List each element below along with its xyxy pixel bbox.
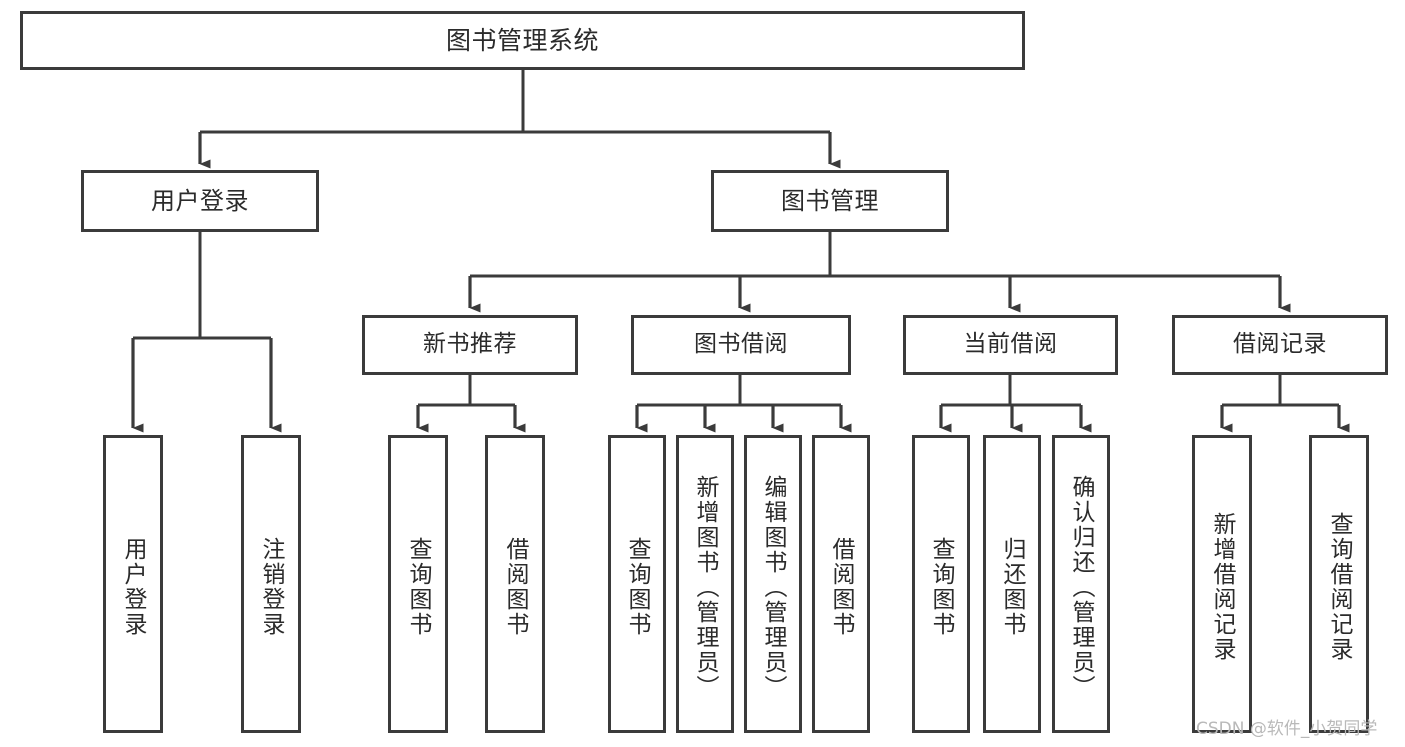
node-current-borrow-label: 当前借阅 xyxy=(963,331,1058,358)
leaf-node-borrow-book-2[interactable]: 借阅图书 xyxy=(812,435,870,733)
leaf-node-query-book-2-label: 查询图书 xyxy=(624,537,651,637)
leaf-node-query-book-2[interactable]: 查询图书 xyxy=(608,435,666,733)
node-new-book-recommend-label: 新书推荐 xyxy=(423,331,517,358)
leaf-node-add-book[interactable]: 新增图书（管理员） xyxy=(676,435,734,733)
leaf-node-query-book-1-label: 查询图书 xyxy=(405,537,432,637)
node-book-borrow[interactable]: 图书借阅 xyxy=(631,315,851,375)
leaf-node-query-record-label: 查询借阅记录 xyxy=(1326,512,1353,662)
leaf-node-user-logout[interactable]: 注销登录 xyxy=(241,435,301,733)
leaf-node-query-record[interactable]: 查询借阅记录 xyxy=(1309,435,1369,733)
leaf-node-user-login[interactable]: 用户登录 xyxy=(103,435,163,733)
leaf-node-borrow-book-1[interactable]: 借阅图书 xyxy=(485,435,545,733)
leaf-node-edit-book-label: 编辑图书（管理员） xyxy=(760,474,787,700)
node-root[interactable]: 图书管理系统 xyxy=(20,11,1025,70)
node-root-label: 图书管理系统 xyxy=(445,25,599,55)
leaf-node-user-login-label: 用户登录 xyxy=(120,537,147,637)
leaf-node-query-book-1[interactable]: 查询图书 xyxy=(388,435,448,733)
leaf-node-return-book[interactable]: 归还图书 xyxy=(983,435,1041,733)
node-borrow-record[interactable]: 借阅记录 xyxy=(1172,315,1388,375)
node-user-login-label: 用户登录 xyxy=(151,186,249,215)
node-book-borrow-label: 图书借阅 xyxy=(694,331,788,358)
leaf-node-edit-book[interactable]: 编辑图书（管理员） xyxy=(744,435,802,733)
node-borrow-record-label: 借阅记录 xyxy=(1233,331,1327,358)
leaf-node-query-book-3-label: 查询图书 xyxy=(928,537,955,637)
leaf-node-return-book-label: 归还图书 xyxy=(999,537,1026,637)
node-new-book-recommend[interactable]: 新书推荐 xyxy=(362,315,578,375)
leaf-node-borrow-book-1-label: 借阅图书 xyxy=(502,537,529,637)
leaf-node-confirm-return-label: 确认归还（管理员） xyxy=(1068,474,1095,700)
node-current-borrow[interactable]: 当前借阅 xyxy=(903,315,1118,375)
leaf-node-confirm-return[interactable]: 确认归还（管理员） xyxy=(1052,435,1110,733)
node-book-manage[interactable]: 图书管理 xyxy=(711,170,949,232)
node-user-login[interactable]: 用户登录 xyxy=(81,170,319,232)
leaf-node-add-record-label: 新增借阅记录 xyxy=(1209,512,1236,662)
node-book-manage-label: 图书管理 xyxy=(781,186,879,215)
leaf-node-query-book-3[interactable]: 查询图书 xyxy=(912,435,970,733)
leaf-node-borrow-book-2-label: 借阅图书 xyxy=(828,537,855,637)
leaf-node-user-logout-label: 注销登录 xyxy=(258,537,285,637)
leaf-node-add-book-label: 新增图书（管理员） xyxy=(692,474,719,700)
leaf-node-add-record[interactable]: 新增借阅记录 xyxy=(1192,435,1252,733)
